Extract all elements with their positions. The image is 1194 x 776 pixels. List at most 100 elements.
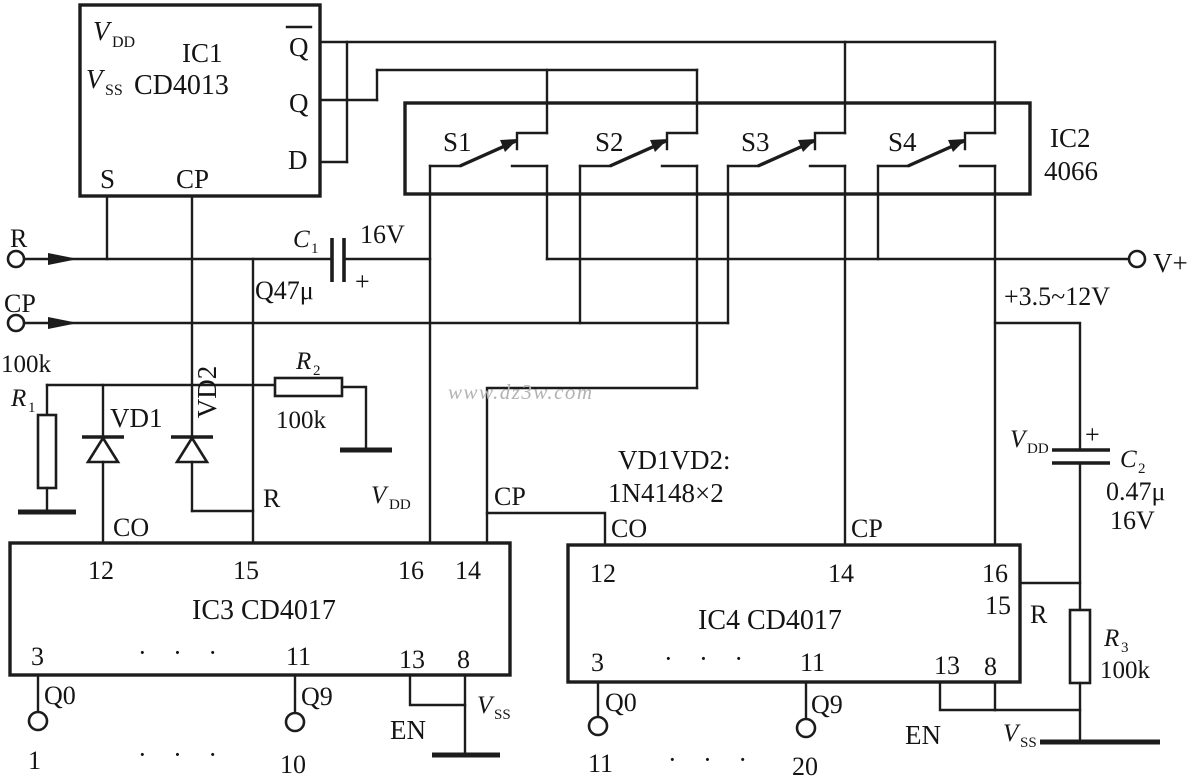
ic1-pin-s-label: S <box>100 164 115 194</box>
r-input-label: R <box>10 224 28 253</box>
ic4-vdd-sub: DD <box>1027 441 1049 457</box>
ic4-q0-terminal <box>587 715 609 737</box>
ic4-r-label: R <box>1030 600 1048 629</box>
ic3-pin15: 15 <box>233 556 259 585</box>
cp-input-arrow-icon <box>48 317 78 329</box>
ic1-vss-label: V <box>86 64 106 94</box>
ic4-out-dots: · · · <box>668 745 757 774</box>
r3-value: 100k <box>1100 657 1151 684</box>
s2-arrow-icon <box>650 139 668 152</box>
ic2-switch-s3-label: S3 <box>741 127 770 157</box>
ic1-pin-qbar-label: Q <box>289 32 309 62</box>
ic3-pin13: 13 <box>399 645 425 674</box>
ic3-q0-label: Q0 <box>44 681 76 710</box>
ic3-vdd-sub: DD <box>389 497 411 513</box>
c2-voltage: 16V <box>1110 506 1155 535</box>
r3-body <box>1068 608 1092 685</box>
r1-ref: R <box>10 385 26 412</box>
ic2-ref: IC2 <box>1050 123 1091 153</box>
r2-ref: R <box>295 348 311 375</box>
vd1-diode-icon <box>85 435 121 464</box>
ic3-vss-sub: SS <box>494 707 511 723</box>
ic4-q9-terminal <box>795 717 817 739</box>
ic3-co-label: CO <box>113 513 149 542</box>
ic4-q0-label: Q0 <box>605 688 637 717</box>
ic2-switch-s2-label: S2 <box>595 127 624 157</box>
ic4-pin8: 8 <box>984 652 997 681</box>
ic4-pin14: 14 <box>828 559 854 588</box>
s4-control-hook <box>963 131 997 151</box>
ic3-r-label: R <box>263 484 281 513</box>
ic1-part: CD4013 <box>134 70 229 101</box>
ic3-out-first: 1 <box>28 746 41 775</box>
ic3-vss-label: V <box>477 692 495 719</box>
ic3-q0-terminal <box>27 710 49 732</box>
watermark-text: www.dz3w.com <box>448 380 594 404</box>
vd1-label: VD1 <box>110 403 163 433</box>
ic3-body <box>8 541 512 677</box>
ic4-pin12: 12 <box>590 559 616 588</box>
ic3-en-label: EN <box>390 715 426 745</box>
ic4-pin13: 13 <box>934 651 960 680</box>
c1-voltage: 16V <box>360 220 405 249</box>
r-input-terminal <box>6 249 26 269</box>
r2-body <box>273 376 344 398</box>
c1-ref-sub: 1 <box>311 241 319 257</box>
c1-value: Q47μ <box>255 276 314 305</box>
ic2-body <box>403 101 1032 196</box>
c1-polarity: + <box>355 267 370 296</box>
s1-arrow-icon <box>500 139 518 152</box>
s3-control-hook <box>813 131 847 151</box>
ic1-vss-sub: SS <box>105 82 123 99</box>
vplus-terminal <box>1127 249 1147 269</box>
ic3-cp-label: CP <box>494 482 526 511</box>
ic4-q9-label: Q9 <box>811 690 843 719</box>
ic4-cp-label: CP <box>851 514 883 543</box>
r1-ref-sub: 1 <box>28 400 36 416</box>
r2-value: 100k <box>276 407 327 434</box>
ic3-label: IC3 CD4017 <box>192 595 336 626</box>
c2-polarity: + <box>1085 420 1100 449</box>
ic1-pin-d-label: D <box>288 145 308 175</box>
ic3-pin16: 16 <box>398 556 424 585</box>
r3-ref: R <box>1103 625 1119 652</box>
c2-ref: C <box>1120 446 1137 473</box>
vd2-diode-icon <box>174 435 210 464</box>
ic1-pin-cp-label: CP <box>176 164 209 194</box>
s4-arrow-icon <box>948 139 966 152</box>
ic3-inner-dots: · · · <box>138 638 227 667</box>
r1-body <box>36 413 58 490</box>
cp-input-label: CP <box>4 289 36 318</box>
cp-input-terminal <box>6 313 26 333</box>
ic4-en-label: EN <box>905 720 941 750</box>
vd2-label: VD2 <box>192 366 222 419</box>
ic4-pin3: 3 <box>591 648 604 677</box>
c2-value: 0.47μ <box>1106 477 1165 506</box>
ic1-pin-q-label: Q <box>289 88 309 118</box>
ic4-vss-sub: SS <box>1020 735 1037 751</box>
wire-vplus-to-c2 <box>993 321 1082 450</box>
ic2-switch-s4-label: S4 <box>888 127 917 157</box>
ic4-vss-label: V <box>1003 720 1021 747</box>
ic3-pin8: 8 <box>457 645 470 674</box>
diode-note-line1: VD1VD2: <box>618 445 731 475</box>
ic3-pin11: 11 <box>286 642 311 671</box>
ic3-en-link <box>408 673 467 707</box>
ic3-vdd-label: V <box>371 482 389 509</box>
ic3-pin12: 12 <box>88 556 114 585</box>
r2-right-lead <box>340 385 368 450</box>
ic1-vdd-sub: DD <box>112 34 135 51</box>
vplus-label: V+ <box>1153 248 1188 278</box>
ic3-q9-terminal <box>284 711 306 733</box>
ic3-q9-label: Q9 <box>301 682 333 711</box>
ic1-ref: IC1 <box>182 38 223 68</box>
ic4-body <box>566 543 1022 684</box>
ic3-pin14: 14 <box>455 556 481 585</box>
r3-ref-sub: 3 <box>1121 640 1129 656</box>
s2-control-hook <box>665 131 699 151</box>
c2-ref-sub: 2 <box>1138 461 1146 477</box>
ic3-pin3: 3 <box>31 642 44 671</box>
ic4-co-label: CO <box>611 514 647 543</box>
